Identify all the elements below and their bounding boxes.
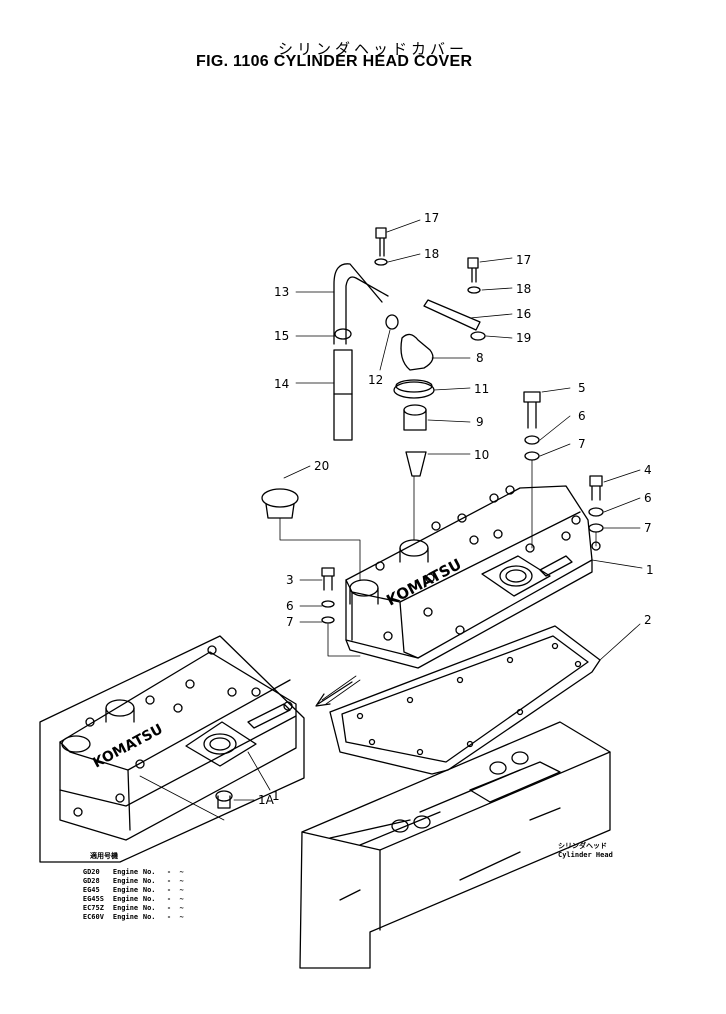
applicability-table-header: 適用号機	[90, 852, 118, 860]
callout-8: 8	[476, 351, 484, 365]
model-cell: EG45S	[82, 895, 104, 903]
serial-cell: - ~	[166, 868, 184, 876]
no-cell: No.	[142, 904, 156, 912]
callout-17a: 17	[424, 211, 439, 225]
no-cell: No.	[142, 895, 156, 903]
figure-title: FIG. 1106 CYLINDER HEAD COVER	[196, 53, 473, 70]
cylinder-head-label-jp: シリンダヘッド	[558, 842, 607, 850]
engine-cell: Engine	[112, 886, 139, 894]
callout-20: 20	[314, 459, 329, 473]
cylinder-head-label: シリンダヘッド Cylinder Head	[558, 841, 613, 859]
callout-10: 10	[474, 448, 489, 462]
breather-assembly-drawing	[261, 227, 604, 624]
serial-cell: - ~	[166, 895, 184, 903]
no-cell: No.	[142, 868, 156, 876]
engine-cell: Engine	[112, 877, 139, 885]
cylinder-head-drawing	[299, 721, 611, 969]
inset-arrow	[315, 681, 353, 707]
model-cell: EC75Z	[82, 904, 104, 912]
model-cell: EC60V	[82, 913, 104, 921]
callout-19: 19	[516, 331, 531, 345]
callout-labels: 17 18 17 18 13 16 15 19 8 12 14 11 5 9 6…	[258, 211, 654, 807]
callout-17b: 17	[516, 253, 531, 267]
callout-9: 9	[476, 415, 484, 429]
inset-brand-lettering: KOMATSU	[90, 721, 165, 771]
callout-4: 4	[644, 463, 652, 477]
callout-15: 15	[274, 329, 289, 343]
model-cell: GD20	[82, 868, 100, 876]
callout-7a: 7	[578, 437, 586, 451]
callout-6a: 6	[578, 409, 586, 423]
engine-cell: Engine	[112, 904, 139, 912]
callout-11: 11	[474, 382, 489, 396]
callout-13: 13	[274, 285, 289, 299]
cover-brand-lettering: KOMATSU	[383, 555, 464, 610]
no-cell: No.	[142, 886, 156, 894]
inset-view-drawing	[39, 635, 305, 863]
engine-cell: Engine	[112, 868, 139, 876]
head-cover-drawing	[345, 485, 601, 669]
callout-6c: 6	[286, 599, 294, 613]
callout-14: 14	[274, 377, 289, 391]
serial-cell: - ~	[166, 877, 184, 885]
callout-12: 12	[368, 373, 383, 387]
callout-2: 2	[644, 613, 652, 627]
serial-cell: - ~	[166, 904, 184, 912]
serial-cell: - ~	[166, 886, 184, 894]
serial-cell: - ~	[166, 913, 184, 921]
callout-3: 3	[286, 573, 294, 587]
no-cell: No.	[142, 913, 156, 921]
callout-7c: 7	[286, 615, 294, 629]
figure-title-japanese: シリンダヘッドカバー	[278, 40, 469, 58]
engine-cell: Engine	[112, 913, 139, 921]
model-cell: GD28	[82, 877, 100, 885]
no-cell: No.	[142, 877, 156, 885]
callout-18a: 18	[424, 247, 439, 261]
callout-1-inset: 1	[272, 789, 280, 803]
callout-6b: 6	[644, 491, 652, 505]
callout-5: 5	[578, 381, 586, 395]
callout-1: 1	[646, 563, 654, 577]
model-cell: EG45	[82, 886, 100, 894]
callout-7b: 7	[644, 521, 652, 535]
cylinder-head-label-en: Cylinder Head	[558, 851, 613, 859]
callout-1a: 1A	[258, 793, 275, 807]
engine-cell: Engine	[112, 895, 139, 903]
gasket-drawing	[329, 625, 601, 775]
callout-18b: 18	[516, 282, 531, 296]
callout-16: 16	[516, 307, 531, 321]
